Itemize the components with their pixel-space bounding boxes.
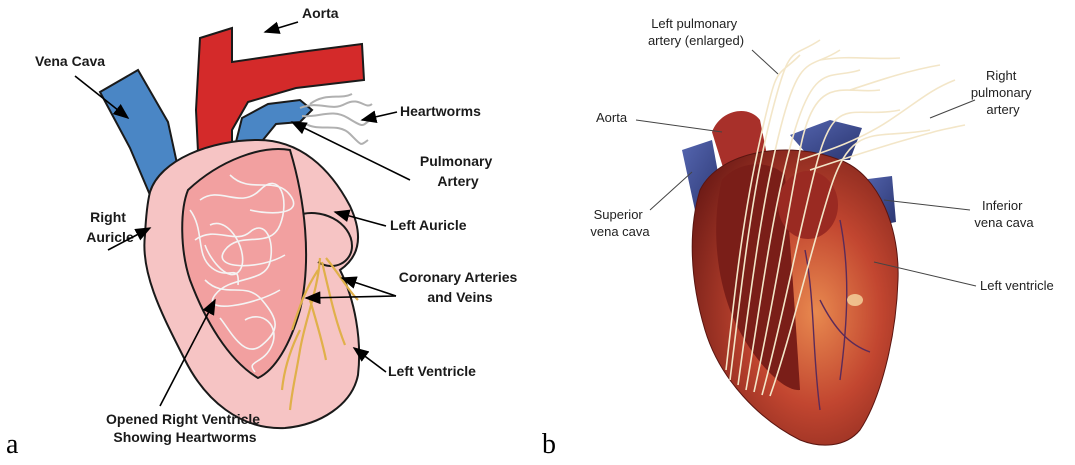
label-pulmonary-artery: Pulmonary Artery: [420, 153, 496, 189]
label-opened-rv-line2: Showing Heartworms: [113, 429, 256, 445]
label-inferior-vena-cava-line1: Inferior: [982, 198, 1023, 213]
surface-highlight-b: [847, 294, 863, 306]
left-auricle-b: [778, 171, 838, 239]
label-left-ventricle-a: Left Ventricle: [388, 363, 476, 379]
label-left-auricle: Left Auricle: [390, 217, 467, 233]
label-aorta-b: Aorta: [596, 110, 628, 125]
label-superior-vena-cava: Superior vena cava: [590, 207, 650, 239]
label-right-pulmonary-line2: pulmonary: [971, 85, 1032, 100]
label-left-pulmonary-line1: Left pulmonary: [651, 16, 737, 31]
label-inferior-vena-cava: Inferior vena cava: [974, 198, 1034, 230]
label-left-pulmonary-line2: artery (enlarged): [648, 33, 744, 48]
panel-letter-a: a: [6, 429, 19, 460]
label-superior-vena-cava-line1: Superior: [594, 207, 644, 222]
label-opened-rv-line1: Opened Right Ventricle: [106, 411, 260, 427]
label-vena-cava: Vena Cava: [35, 53, 105, 69]
label-right-pulmonary: Right pulmonary artery: [971, 68, 1035, 117]
panel-a-diagram: Aorta Vena Cava Heartworms Pulmonary Art…: [6, 5, 521, 460]
label-left-pulmonary: Left pulmonary artery (enlarged): [648, 16, 744, 48]
label-coronary-line2: and Veins: [427, 289, 493, 305]
label-right-pulmonary-line3: artery: [986, 102, 1020, 117]
label-heartworms: Heartworms: [400, 103, 481, 119]
label-pulmonary-artery-line2: Artery: [437, 173, 478, 189]
aorta-vessel: [196, 28, 364, 155]
label-inferior-vena-cava-line2: vena cava: [974, 215, 1034, 230]
label-right-pulmonary-line1: Right: [986, 68, 1017, 83]
panel-b-illustration: Left pulmonary artery (enlarged) Right p…: [542, 16, 1054, 460]
label-opened-rv: Opened Right Ventricle Showing Heartworm…: [106, 411, 264, 445]
heartworms-exiting: [300, 94, 372, 144]
label-superior-vena-cava-line2: vena cava: [590, 224, 650, 239]
label-right-auricle-line2: Auricle: [86, 229, 134, 245]
label-left-ventricle-b: Left ventricle: [980, 278, 1054, 293]
label-pulmonary-artery-line1: Pulmonary: [420, 153, 493, 169]
label-right-auricle-line1: Right: [90, 209, 126, 225]
label-coronary: Coronary Arteries and Veins: [399, 269, 521, 305]
label-coronary-line1: Coronary Arteries: [399, 269, 518, 285]
label-aorta-a: Aorta: [302, 5, 339, 21]
panel-letter-b: b: [542, 429, 556, 460]
